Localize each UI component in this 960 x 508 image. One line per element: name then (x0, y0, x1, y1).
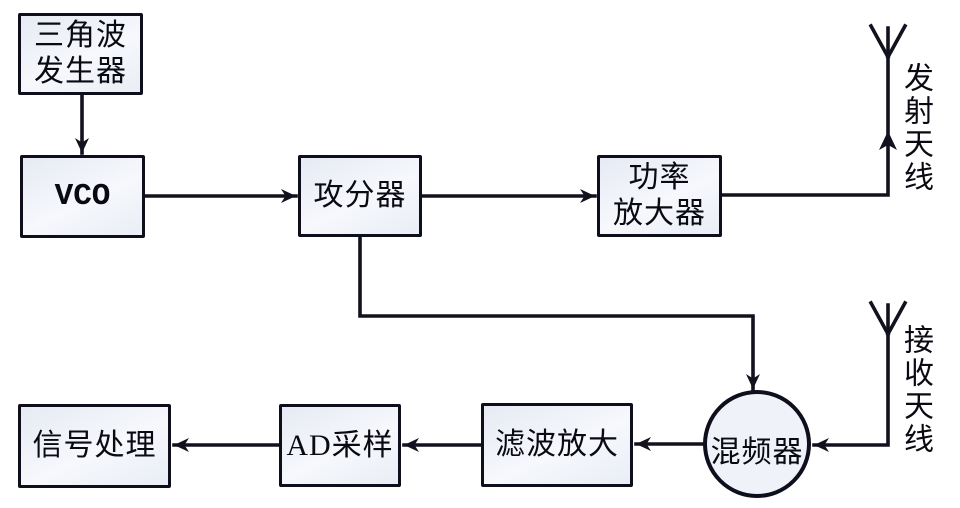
block-triangle-wave-generator: 三角波 发生器 (18, 13, 143, 95)
transmit-antenna-icon (868, 23, 908, 60)
block-power-divider: 攻分器 (298, 155, 422, 237)
block-label: 信号处理 (32, 429, 157, 462)
block-label: 滤波放大 (495, 428, 619, 461)
tx-feed-up-arrowhead-icon (879, 131, 897, 150)
block-label-line: 功率 (628, 161, 691, 194)
block-filter-amplifier: 滤波放大 (481, 403, 633, 487)
block-label-line: 放大器 (613, 197, 706, 230)
arrow-rx-antenna-to-mixer (812, 303, 890, 452)
block-label-line: 三角波 (34, 19, 127, 52)
block-mixer-label: 混频器 (710, 436, 804, 469)
block-label: VCO (54, 178, 111, 214)
block-label: 攻分器 (313, 179, 407, 212)
transmit-antenna-label: 发射天线 (899, 62, 932, 194)
block-label-line: 发生器 (34, 55, 127, 88)
block-label: AD采样 (286, 428, 394, 462)
arrow-divider-to-mixer (358, 235, 760, 391)
receive-antenna-label: 接收天线 (899, 324, 932, 456)
block-signal-processing: 信号处理 (18, 404, 171, 488)
block-ad-sampling: AD采样 (279, 404, 401, 487)
block-power-amplifier: 功率 放大器 (597, 155, 722, 237)
receive-antenna-icon (868, 300, 908, 337)
line-pa-to-tx-antenna (720, 26, 890, 197)
block-vco: VCO (20, 155, 145, 238)
